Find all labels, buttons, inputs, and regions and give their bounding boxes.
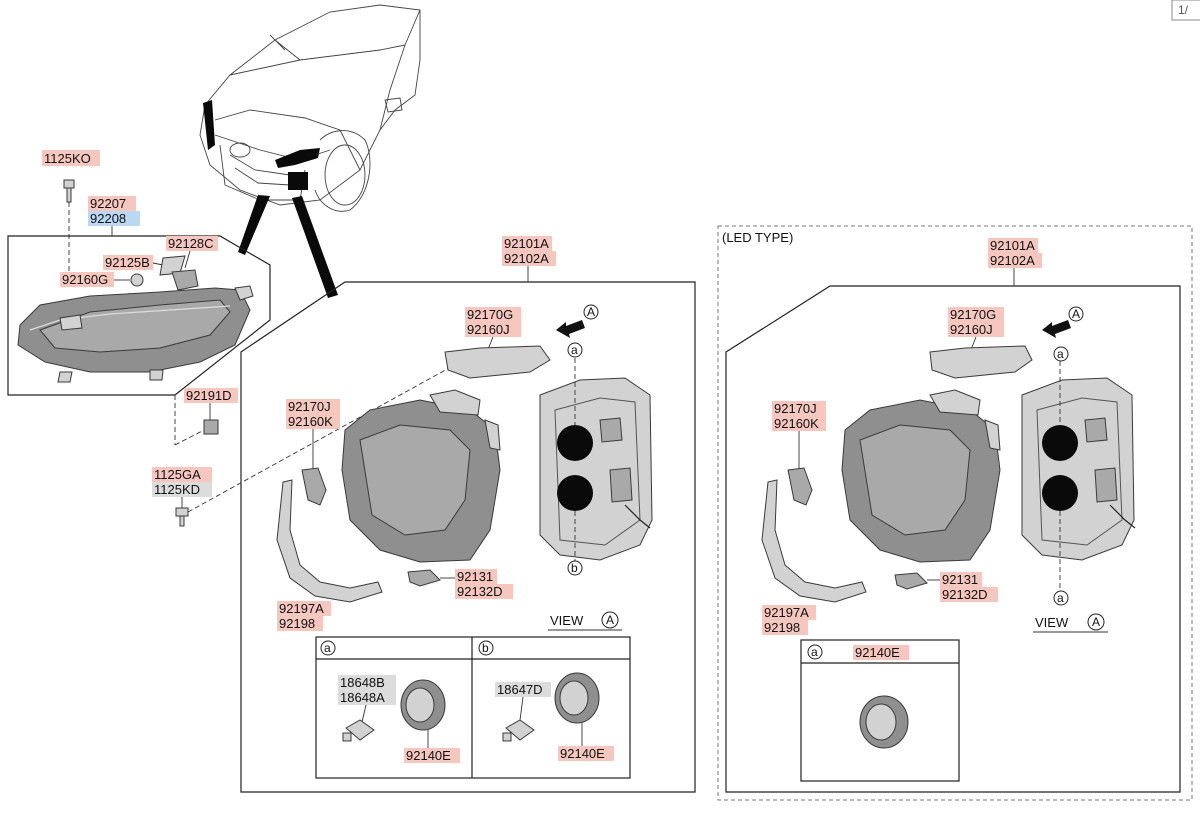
label-upper-bracket-b: 92160J (467, 322, 510, 337)
bulb-port-lower (557, 475, 593, 511)
led-detail-box (800, 639, 960, 782)
page-number-box: 1/ (1171, 0, 1200, 21)
detail-box (315, 636, 631, 779)
label-side-bracket-b: 92160K (288, 414, 333, 429)
led-bulb-port-upper (1042, 425, 1078, 461)
label-screw-a: 1125GA (154, 467, 201, 482)
detail-b-tag: b (482, 641, 489, 655)
led-callout-bottom-marker: a (1057, 591, 1064, 605)
led-label-upper-bracket-a: 92170G (950, 307, 996, 322)
led-headlamp-panel: (LED TYPE) 92101A 92102A 92170G 92160J A… (717, 225, 1193, 801)
led-panel-frame (725, 285, 1181, 793)
bulb-icon (342, 719, 375, 742)
label-clip: 92191D (186, 388, 232, 403)
led-label-lower-bracket-a: 92131 (942, 572, 978, 587)
led-view-arrow-marker: A (1072, 307, 1080, 321)
headlamp-housing (341, 389, 501, 563)
led-label-side-bracket-a: 92170J (774, 401, 817, 416)
label-assy-lh: 92101A (504, 236, 549, 251)
label-socket-a: 92140E (406, 748, 451, 763)
led-side-bracket-icon (787, 467, 813, 506)
led-label-upper-bracket-b: 92160J (950, 322, 993, 337)
led-panel-outer-frame (717, 225, 1193, 801)
label-bulb-b-detail: 18647D (497, 682, 543, 697)
vehicle-front-illustration (199, 4, 421, 298)
led-label-side-bracket-b: 92160K (774, 416, 819, 431)
socket-ring-icon (859, 695, 909, 749)
rear-view-housing (539, 377, 653, 561)
led-lower-bracket-icon (894, 572, 928, 590)
upper-bracket-icon (444, 345, 551, 379)
screw-icon (63, 179, 75, 203)
bracket-icon (171, 269, 199, 291)
label-lower-bracket-a: 92131 (457, 569, 493, 584)
label-garnish-a: 92197A (279, 601, 324, 616)
label-lower-bracket-b: 92132D (457, 584, 503, 599)
led-panel-title: (LED TYPE) (722, 230, 793, 245)
view-arrow-marker: A (587, 305, 595, 319)
led-callout-top-marker: a (1057, 347, 1064, 361)
bulb-port-upper (557, 425, 593, 461)
led-rear-view-housing (1021, 377, 1136, 561)
view-label: VIEW (550, 613, 584, 628)
bulb-icon (502, 719, 535, 742)
led-label-socket: 92140E (855, 645, 900, 660)
led-view-label: VIEW (1035, 615, 1069, 630)
callout-a-marker: a (571, 343, 578, 357)
overview-frame (7, 235, 271, 396)
label-bracket: 92128C (168, 236, 214, 251)
label-garnish-b: 92198 (279, 616, 315, 631)
led-label-garnish-b: 92198 (764, 620, 800, 635)
socket-ring-icon (400, 679, 446, 731)
page-number: 1/ (1178, 3, 1189, 17)
led-view-marker: A (1092, 615, 1100, 629)
standard-headlamp-panel: 92101A 92102A 92170G 92160J A 92170J 921… (240, 236, 696, 793)
nut-icon (130, 273, 144, 287)
socket-ring-icon (554, 672, 600, 724)
standard-panel-frame (240, 281, 696, 793)
led-label-lower-bracket-b: 92132D (942, 587, 988, 602)
detail-a-tag: a (324, 641, 331, 655)
label-socket-b: 92140E (560, 746, 605, 761)
label-lamp-assy-lh: 92207 (90, 196, 126, 211)
label-upper-bracket-a: 92170G (467, 307, 513, 322)
label-cover-screw: 1125KO (44, 151, 91, 166)
garnish-icon (276, 479, 383, 603)
label-side-bracket-a: 92170J (288, 399, 331, 414)
led-view-arrow: A (1042, 306, 1084, 338)
label-nut: 92160G (62, 272, 108, 287)
label-assy-rh: 92102A (504, 251, 549, 266)
led-label-garnish-a: 92197A (764, 605, 809, 620)
led-label-assy-lh: 92101A (990, 238, 1035, 253)
view-arrow: A (556, 304, 599, 338)
led-bulb-port-lower (1042, 475, 1078, 511)
headlamp-overview (17, 285, 254, 383)
clip-icon (203, 419, 219, 435)
callout-b-marker: b (571, 561, 578, 575)
view-marker: A (606, 613, 614, 627)
screw-icon (175, 507, 189, 527)
label-screw-b: 1125KD (154, 482, 200, 497)
label-bulb-a: 18648B (340, 675, 385, 690)
lower-bracket-icon (407, 569, 441, 587)
label-bulb-b: 18648A (340, 690, 385, 705)
overview-group: 1125KO 92207 92208 92128C 92125B 92160G (7, 150, 271, 527)
led-label-assy-rh: 92102A (990, 253, 1035, 268)
led-garnish-icon (761, 479, 867, 603)
led-headlamp-housing (841, 389, 1001, 563)
led-upper-bracket-icon (929, 345, 1033, 379)
label-lamp-assy-rh: 92208 (90, 211, 126, 226)
led-detail-a-tag: a (811, 645, 818, 659)
side-bracket-icon (301, 467, 327, 506)
label-gasket: 92125B (105, 255, 150, 270)
